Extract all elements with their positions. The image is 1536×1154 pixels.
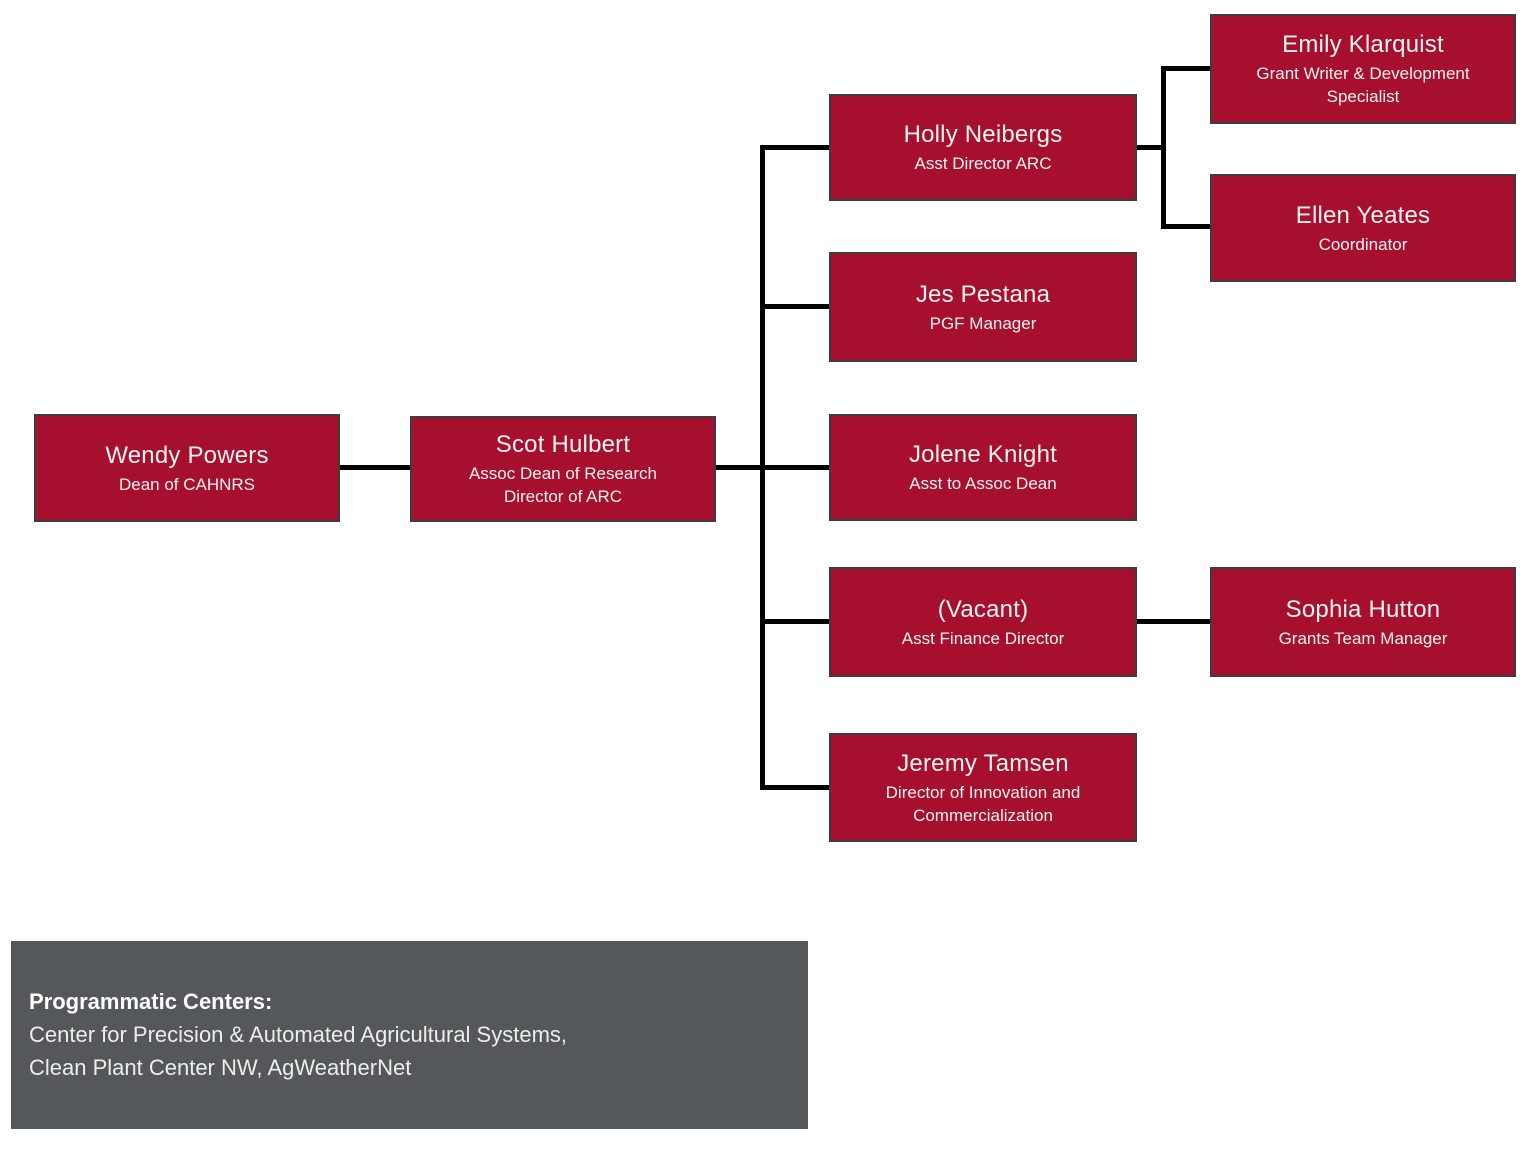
connector-branch-jes [765, 304, 829, 309]
person-title: Dean of CAHNRS [118, 474, 256, 494]
person-name: Sophia Hutton [1285, 595, 1441, 623]
person-name: Jeremy Tamsen [897, 749, 1069, 777]
person-name: Holly Neibergs [903, 121, 1063, 148]
person-name: Jolene Knight [908, 441, 1058, 468]
connector-branch-jeremy [765, 785, 829, 790]
person-name: Scot Hulbert [495, 431, 631, 458]
org-node-sophia-hutton: Sophia Hutton Grants Team Manager [1210, 567, 1516, 677]
person-title: Grant Writer & Development Specialist [1256, 64, 1470, 106]
person-title: PGF Manager [929, 313, 1037, 333]
person-name: Emily Klarquist [1282, 31, 1444, 58]
programmatic-centers-panel: Programmatic Centers: Center for Precisi… [11, 941, 808, 1129]
org-node-emily-klarquist: Emily Klarquist Grant Writer & Developme… [1210, 14, 1516, 124]
org-node-holly-neibergs: Holly Neibergs Asst Director ARC [829, 94, 1137, 201]
org-node-jolene-knight: Jolene Knight Asst to Assoc Dean [829, 414, 1137, 521]
person-name: Jes Pestana [915, 280, 1051, 308]
person-name: (Vacant) [937, 595, 1029, 623]
connector-holly-trunk [1161, 66, 1166, 229]
connector-main-trunk [760, 145, 765, 790]
connector-branch-vacant [765, 619, 829, 624]
org-node-jeremy-tamsen: Jeremy Tamsen Director of Innovation and… [829, 733, 1137, 842]
person-title: Assoc Dean of Research Director of ARC [468, 464, 658, 506]
person-title: Asst to Assoc Dean [909, 474, 1057, 493]
connector-holly-stub [1137, 145, 1164, 150]
org-node-jes-pestana: Jes Pestana PGF Manager [829, 252, 1137, 362]
org-node-vacant-asst-finance-director: (Vacant) Asst Finance Director [829, 567, 1137, 677]
connector-wendy-scot [340, 465, 410, 470]
org-node-wendy-powers: Wendy Powers Dean of CAHNRS [34, 414, 340, 522]
person-title: Asst Director ARC [914, 154, 1052, 173]
connector-branch-holly [765, 145, 829, 150]
person-title: Asst Finance Director [901, 628, 1065, 648]
person-title: Coordinator [1318, 234, 1408, 254]
org-node-scot-hulbert: Scot Hulbert Assoc Dean of Research Dire… [410, 416, 716, 522]
person-name: Wendy Powers [105, 441, 269, 469]
org-node-ellen-yeates: Ellen Yeates Coordinator [1210, 174, 1516, 282]
connector-branch-ellen [1166, 224, 1210, 229]
connector-scot-to-trunk [716, 465, 829, 470]
connector-branch-emily [1166, 66, 1210, 71]
person-name: Ellen Yeates [1295, 201, 1431, 229]
person-title: Director of Innovation and Commercializa… [885, 782, 1081, 825]
programmatic-centers-list: Center for Precision & Automated Agricul… [29, 1022, 568, 1080]
programmatic-centers-heading: Programmatic Centers: [29, 989, 273, 1014]
connector-vacant-sophia [1137, 619, 1210, 624]
person-title: Grants Team Manager [1278, 628, 1448, 648]
